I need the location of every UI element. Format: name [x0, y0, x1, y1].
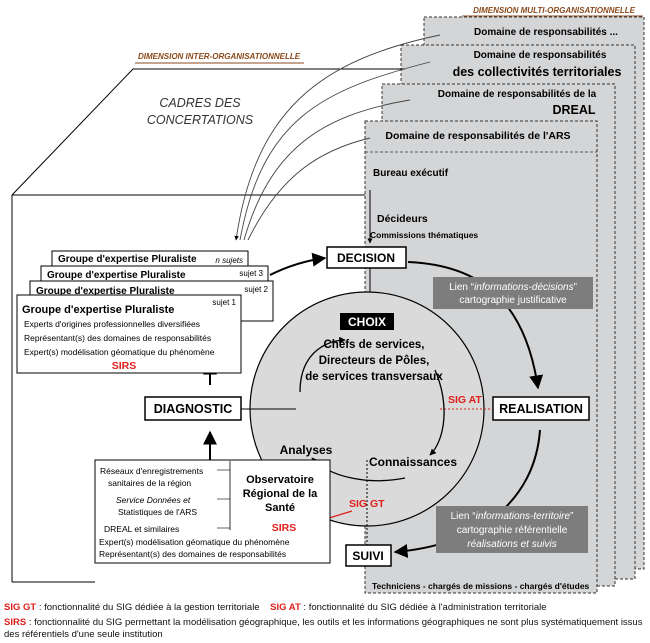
- reseaux-line-1: Réseaux d'enregistrements: [100, 466, 203, 476]
- chefs-line-3: de services transversaux: [305, 371, 443, 383]
- chefs-line-1: Chefs de services,: [323, 339, 424, 351]
- observatoire-title-2: Régional de la: [243, 488, 318, 500]
- link-territoire-line-3: réalisations et suivis: [467, 539, 556, 550]
- expert-group-item-3: Expert(s) modélisation géomatique du phé…: [24, 347, 215, 357]
- domain-collectivites-label-1: Domaine de responsabilités: [474, 50, 607, 61]
- choix-badge: [340, 313, 394, 330]
- expert-group-item-2: Représentant(s) des domaines de responsa…: [24, 333, 211, 343]
- footnote-gt-label: SIG GT: [4, 602, 37, 613]
- domain-dreal-label-2: DREAL: [552, 103, 595, 117]
- sig-gt-label: SIG GT: [349, 498, 385, 510]
- domain-to-group-curves: [234, 34, 441, 241]
- connaissances-label: Connaissances: [369, 455, 457, 469]
- dimension-multi-label: DIMENSION MULTI-ORGANISATIONNELLE: [473, 6, 636, 15]
- n-sujets-label: n sujets: [215, 256, 243, 265]
- cadres-label-1: CADRES DES: [159, 96, 241, 110]
- observatoire-expert-line: Expert(s) modélisation géomatique du phé…: [99, 537, 290, 547]
- observatoire-sirs-label: SIRS: [272, 522, 297, 534]
- techniciens-label: Techniciens - chargés de missions - char…: [372, 581, 590, 591]
- footnote-sirs: SIRS : fonctionnalité du SIG permettant …: [4, 617, 644, 641]
- footnote-gt-text: : fonctionnalité du SIG dédiée à la gest…: [36, 602, 260, 613]
- expert-group-2-title: Groupe d'expertise Pluraliste: [36, 286, 175, 297]
- chefs-line-2: Directeurs de Pôles,: [319, 355, 430, 367]
- diagnostic-box: DIAGNOSTIC: [144, 396, 242, 421]
- analyses-label: Analyses: [280, 443, 333, 457]
- observatoire-title-3: Santé: [265, 502, 295, 514]
- decision-label: DECISION: [337, 251, 395, 265]
- footnote-sirs-label: SIRS: [4, 617, 27, 628]
- suivi-box: SUIVI: [345, 544, 392, 567]
- footnote-sirs-text: : fonctionnalité du SIG permettant la mo…: [4, 617, 643, 640]
- decision-box: DECISION: [326, 246, 407, 269]
- domain-dreal-label-1: Domaine de responsabilités de la: [438, 89, 597, 100]
- link-decision-box: Lien “informations-décisions” cartograph…: [433, 277, 593, 309]
- expert-group-card-1: sujet 1 Groupe d'expertise Pluraliste Ex…: [16, 294, 242, 374]
- footnote-sig: SIG GT : fonctionnalité du SIG dédiée à …: [4, 602, 547, 614]
- dreal-line: DREAL et similaires: [104, 524, 179, 534]
- expert-group-n-title: Groupe d'expertise Pluraliste: [58, 254, 197, 265]
- realisation-label: REALISATION: [499, 402, 583, 416]
- link-decision-line-1: Lien “informations-décisions”: [449, 282, 577, 293]
- decideurs-label: Décideurs: [377, 213, 428, 225]
- expert-group-sirs-label: SIRS: [112, 360, 137, 372]
- observatoire-brackets: [217, 469, 230, 529]
- expert-group-1-title: Groupe d'expertise Pluraliste: [22, 304, 174, 316]
- concertation-cube: [11, 68, 405, 583]
- service-line-1: Service Données et: [116, 495, 191, 505]
- link-territoire-box: Lien “informations-territoire” cartograp…: [436, 506, 588, 553]
- cadres-label-2: CONCERTATIONS: [147, 113, 254, 127]
- observatoire-box: Observatoire Régional de la Santé Réseau…: [94, 459, 331, 564]
- observatoire-representant-line: Représentant(s) des domaines de responsa…: [99, 549, 286, 559]
- observatoire-title-1: Observatoire: [246, 474, 314, 486]
- service-line-2: Statistiques de l'ARS: [118, 507, 197, 517]
- footnote-at-label: SIG AT: [270, 602, 301, 613]
- link-decision-line-2: cartographie justificative: [459, 295, 567, 306]
- domain-ars-label: Domaine de responsabilités de l'ARS: [385, 130, 570, 142]
- sig-at-label: SIG AT: [448, 394, 482, 406]
- sujet3-label: sujet 3: [239, 269, 263, 278]
- expert-group-item-1: Experts d'origines professionnelles dive…: [24, 319, 200, 329]
- domain-collectivites-label-2: des collectivités territoriales: [453, 65, 622, 79]
- commissions-label: Commissions thématiques: [370, 230, 478, 240]
- choix-label: CHOIX: [348, 315, 386, 329]
- reseaux-line-2: sanitaires de la région: [108, 478, 191, 488]
- link-territoire-line-1: Lien “informations-territoire”: [451, 511, 574, 522]
- diagnostic-label: DIAGNOSTIC: [154, 402, 232, 416]
- sujet2-label: sujet 2: [244, 285, 268, 294]
- dimension-inter-label: DIMENSION INTER-ORGANISATIONNELLE: [138, 52, 301, 61]
- suivi-label: SUIVI: [352, 549, 383, 563]
- expert-group-3-title: Groupe d'expertise Pluraliste: [47, 270, 186, 281]
- realisation-box: REALISATION: [492, 396, 590, 421]
- domain-generic-label: Domaine de responsabilités ...: [474, 27, 618, 38]
- link-territoire-line-2: cartographie référentielle: [457, 525, 568, 536]
- sujet1-label: sujet 1: [212, 298, 236, 307]
- bureau-executif-label: Bureau exécutif: [373, 168, 449, 179]
- footnote-at-text: : fonctionnalité du SIG dédiée à l'admin…: [300, 602, 547, 613]
